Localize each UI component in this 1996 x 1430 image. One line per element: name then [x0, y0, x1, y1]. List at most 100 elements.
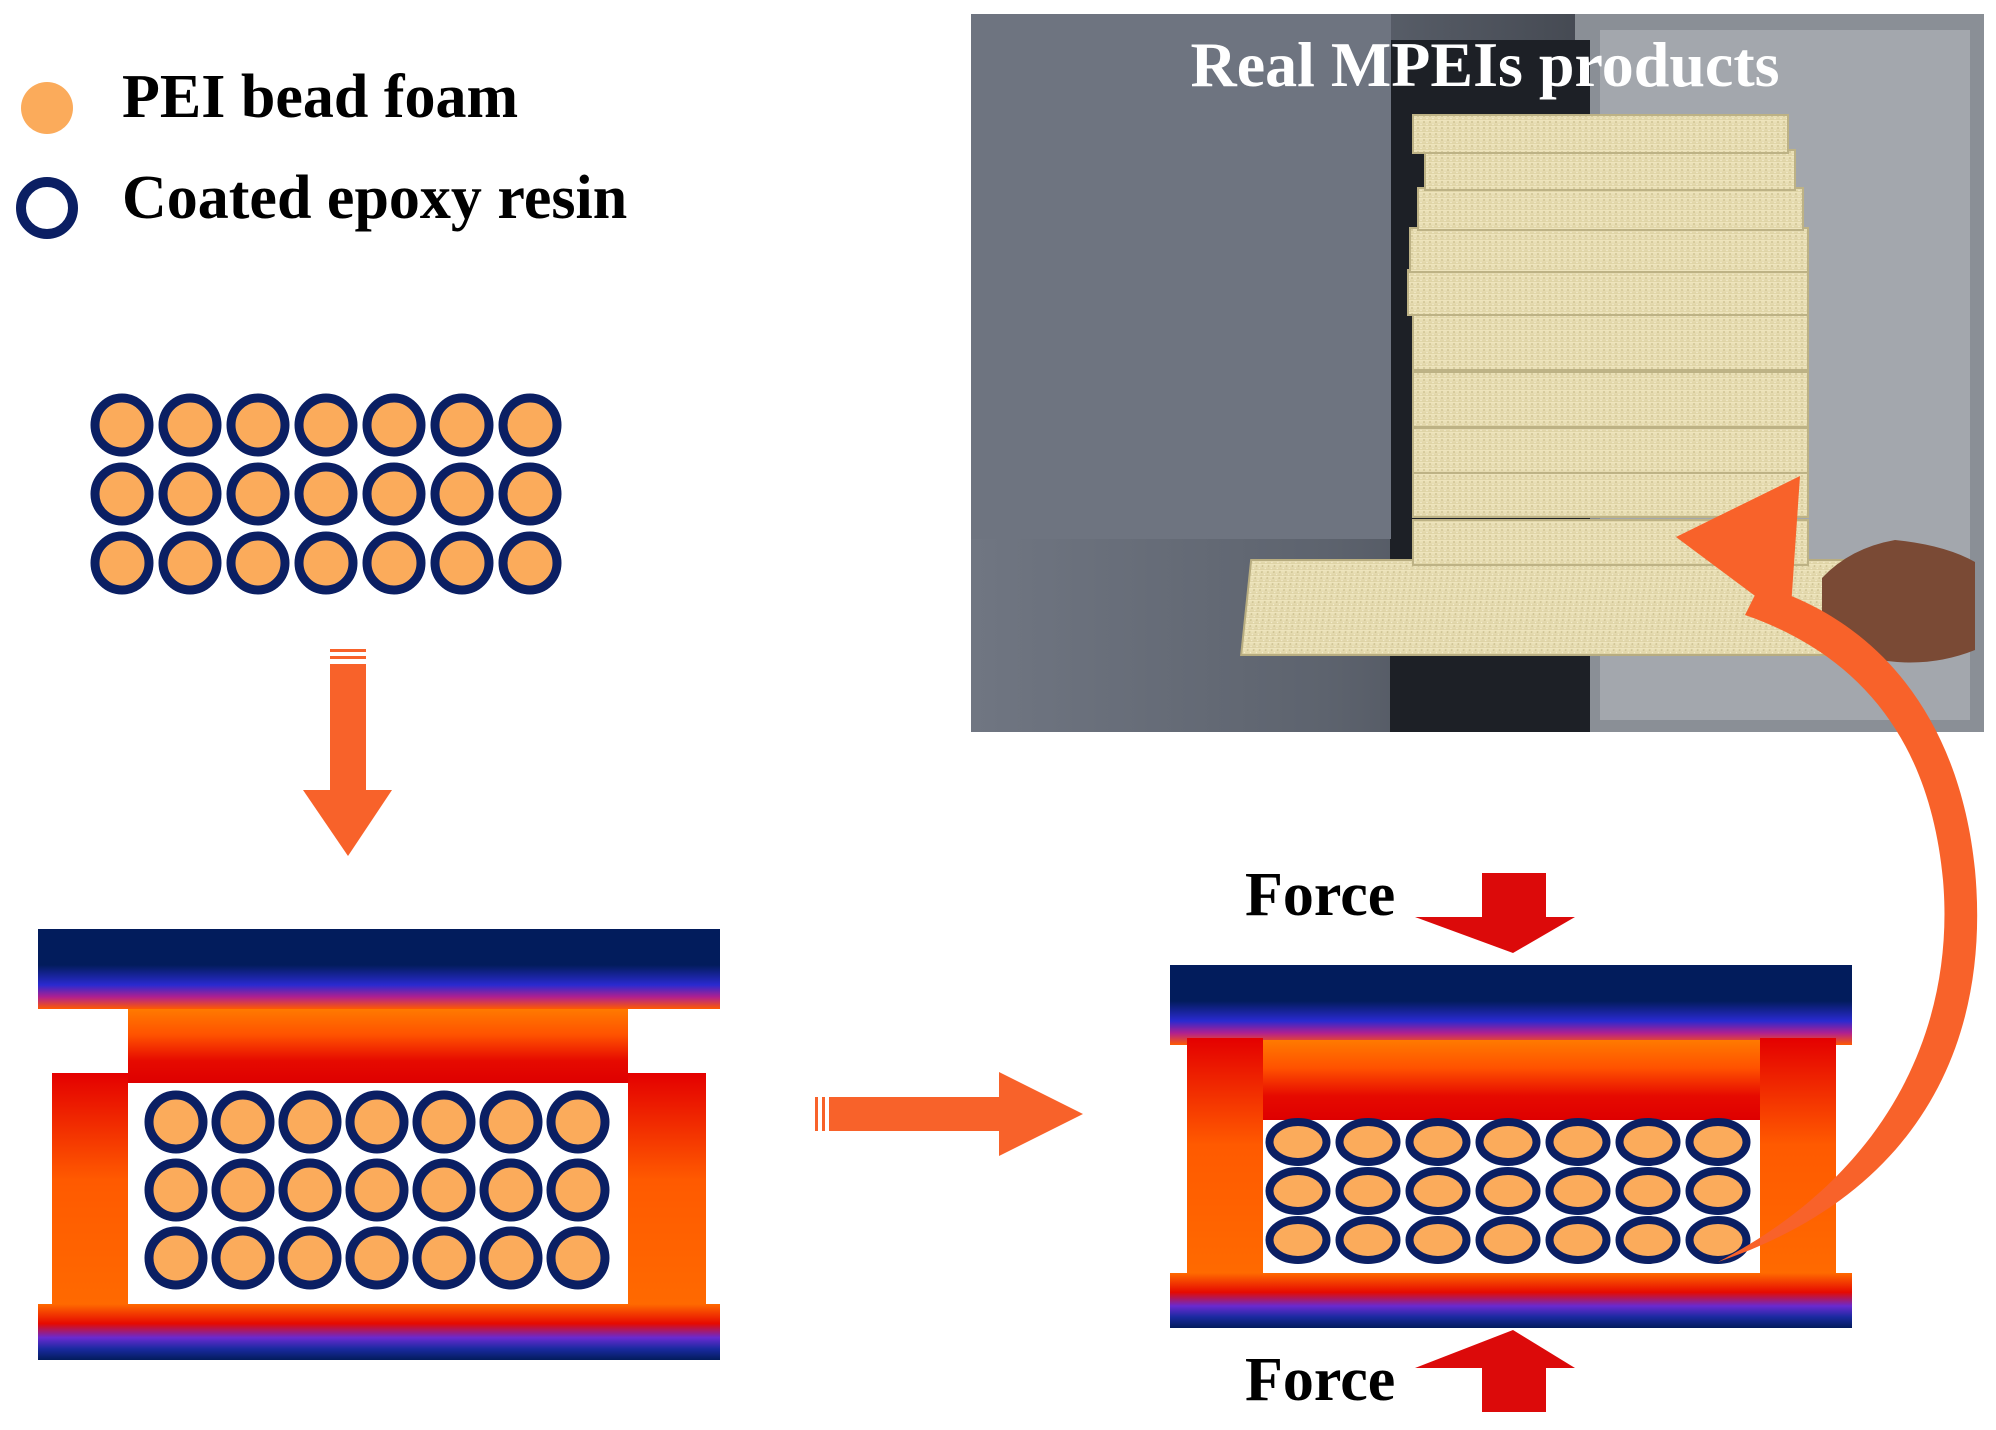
- arrow-shaft: [1482, 873, 1546, 918]
- coated-bead: [503, 398, 557, 452]
- coated-bead: [1340, 1171, 1397, 1211]
- coated-bead: [216, 1163, 270, 1217]
- coated-bead: [1270, 1171, 1327, 1211]
- coated-bead: [1620, 1220, 1677, 1260]
- coated-bead: [231, 398, 285, 452]
- coated-bead: [216, 1231, 270, 1285]
- mold-punch: [1263, 1040, 1760, 1120]
- legend-item-pei-bead-foam: PEI bead foam: [122, 62, 518, 133]
- coated-bead: [551, 1095, 605, 1149]
- arrow-head: [1415, 1330, 1575, 1368]
- coated-bead: [231, 467, 285, 521]
- coated-bead: [95, 467, 149, 521]
- coated-bead: [95, 398, 149, 452]
- foam-board: [1410, 228, 1808, 272]
- coated-bead: [1550, 1220, 1607, 1260]
- coated-bead: [163, 467, 217, 521]
- foam-board: [1413, 315, 1808, 370]
- coated-bead: [299, 467, 353, 521]
- coated-bead: [417, 1163, 471, 1217]
- force-label-bottom: Force: [1245, 1345, 1395, 1416]
- foam-board: [1418, 188, 1803, 230]
- mold-left-wall: [1187, 1038, 1263, 1276]
- initial-bead-grid: [95, 398, 557, 590]
- coated-bead: [503, 467, 557, 521]
- coated-bead: [435, 398, 489, 452]
- coated-bead: [350, 1231, 404, 1285]
- coated-epoxy-resin-legend-icon: [21, 182, 73, 234]
- coated-bead: [551, 1163, 605, 1217]
- down-arrow: [303, 649, 392, 856]
- coated-bead: [283, 1163, 337, 1217]
- force-label-top: Force: [1245, 860, 1395, 931]
- coated-bead: [417, 1231, 471, 1285]
- coated-bead: [149, 1231, 203, 1285]
- coated-bead: [1620, 1171, 1677, 1211]
- coated-bead: [1690, 1171, 1747, 1211]
- arrow-head: [303, 790, 392, 856]
- coated-bead: [503, 536, 557, 590]
- coated-bead: [283, 1095, 337, 1149]
- coated-bead: [435, 536, 489, 590]
- mold-punch: [128, 1009, 628, 1083]
- arrow-tick: [815, 1097, 818, 1131]
- mold-bottom-plate: [38, 1304, 720, 1360]
- pei-bead-foam-legend-icon: [21, 82, 73, 134]
- coated-bead: [1270, 1122, 1327, 1162]
- coated-bead: [231, 536, 285, 590]
- arrow-tick: [330, 656, 366, 659]
- arrow-head: [999, 1072, 1083, 1156]
- mold-top-plate: [38, 929, 720, 1009]
- coated-bead: [484, 1095, 538, 1149]
- compressed-bead-grid: [1270, 1122, 1747, 1260]
- legend-label: PEI bead foam: [122, 62, 518, 133]
- photo-title: Real MPEIs products: [970, 28, 1996, 102]
- force-arrow-up: [1415, 1330, 1575, 1412]
- coated-bead: [350, 1095, 404, 1149]
- legend-item-coated-epoxy-resin: Coated epoxy resin: [122, 163, 627, 234]
- mold-right-wall: [628, 1073, 706, 1311]
- coated-bead: [299, 536, 353, 590]
- coated-bead: [367, 398, 421, 452]
- coated-bead: [1480, 1122, 1537, 1162]
- coated-bead: [1340, 1220, 1397, 1260]
- coated-bead: [1410, 1171, 1467, 1211]
- coated-bead: [367, 536, 421, 590]
- coated-bead: [1620, 1122, 1677, 1162]
- coated-bead: [1270, 1220, 1327, 1260]
- coated-bead: [1410, 1220, 1467, 1260]
- coated-bead: [163, 398, 217, 452]
- arrow-shaft: [330, 664, 366, 792]
- coated-bead: [216, 1095, 270, 1149]
- coated-bead: [1410, 1122, 1467, 1162]
- foam-board: [1413, 372, 1808, 427]
- right-arrow: [815, 1072, 1083, 1156]
- mold-pressed: [1170, 965, 1852, 1328]
- mold-bead-grid: [149, 1095, 605, 1285]
- mold-left-wall: [52, 1073, 128, 1311]
- coated-bead: [367, 467, 421, 521]
- foam-board: [1425, 150, 1795, 190]
- coated-bead: [163, 536, 217, 590]
- coated-bead: [484, 1163, 538, 1217]
- mold-bottom-plate: [1170, 1273, 1852, 1328]
- arrow-shaft: [829, 1097, 1001, 1131]
- foam-board: [1408, 270, 1808, 315]
- coated-bead: [417, 1095, 471, 1149]
- arrow-shaft: [1482, 1367, 1546, 1412]
- arrow-tick: [822, 1097, 825, 1131]
- mold-top-plate: [1170, 965, 1852, 1045]
- coated-bead: [95, 536, 149, 590]
- foam-board: [1413, 115, 1788, 153]
- mold-open: [38, 929, 720, 1360]
- coated-bead: [149, 1095, 203, 1149]
- force-arrow-down: [1415, 873, 1575, 953]
- coated-bead: [299, 398, 353, 452]
- coated-bead: [1480, 1171, 1537, 1211]
- coated-bead: [1690, 1122, 1747, 1162]
- arrow-head: [1415, 917, 1575, 953]
- coated-bead: [484, 1231, 538, 1285]
- foam-board: [1413, 428, 1808, 473]
- coated-bead: [435, 467, 489, 521]
